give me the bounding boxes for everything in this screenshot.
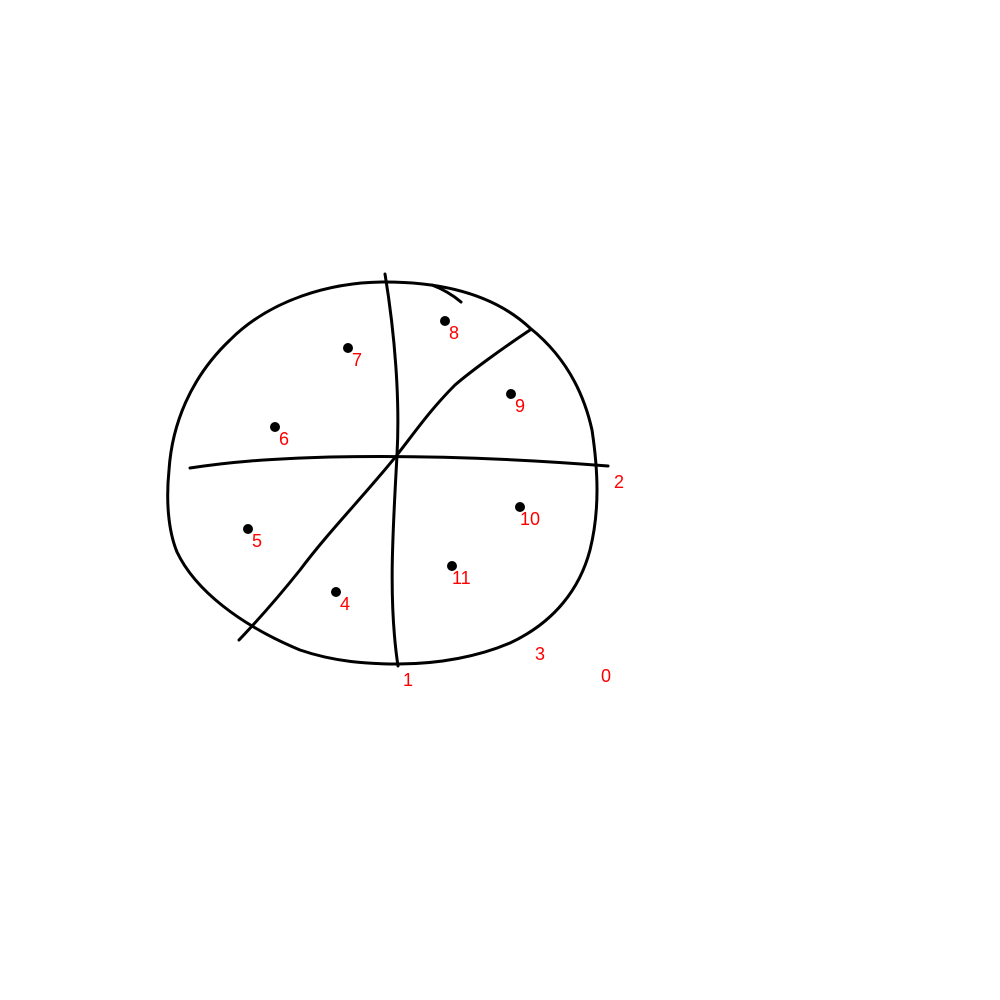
label-5: 5 bbox=[252, 531, 262, 551]
point-6-dot bbox=[270, 422, 280, 432]
label-8: 8 bbox=[449, 323, 459, 343]
point-5-dot bbox=[243, 524, 253, 534]
label-11: 11 bbox=[452, 568, 471, 588]
label-10: 10 bbox=[520, 509, 540, 529]
label-1: 1 bbox=[403, 670, 413, 690]
point-4-dot bbox=[331, 587, 341, 597]
point-10-dot bbox=[515, 502, 525, 512]
point-11-dot bbox=[447, 561, 457, 571]
point-8-dot bbox=[440, 316, 450, 326]
point-9-dot bbox=[506, 389, 516, 399]
label-6: 6 bbox=[279, 429, 289, 449]
diagonal-divider-line bbox=[237, 328, 532, 642]
label-9: 9 bbox=[515, 396, 525, 416]
top-stroke-tick bbox=[430, 283, 463, 304]
label-4: 4 bbox=[340, 594, 350, 614]
label-7: 7 bbox=[352, 350, 362, 370]
label-0: 0 bbox=[601, 666, 611, 686]
point-7-dot bbox=[343, 343, 353, 353]
label-2: 2 bbox=[614, 472, 624, 492]
horizontal-divider-line bbox=[188, 454, 610, 470]
label-3: 3 bbox=[535, 644, 545, 664]
